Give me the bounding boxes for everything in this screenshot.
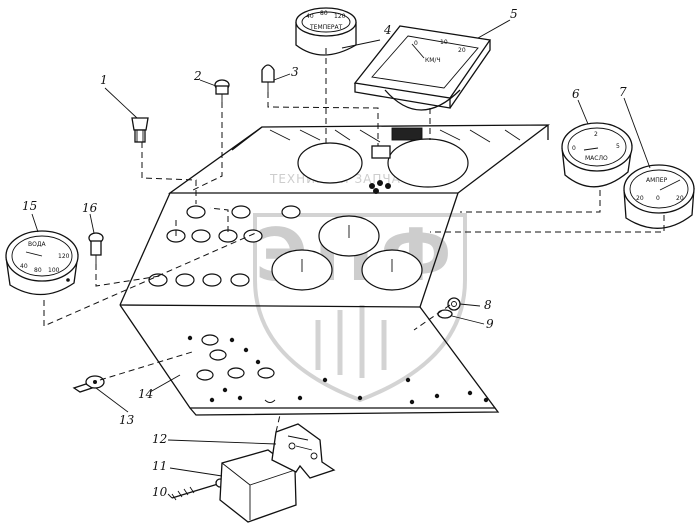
nut-8 bbox=[447, 297, 461, 311]
callout-12: 12 bbox=[152, 432, 167, 446]
indicator-lamp-group bbox=[369, 180, 391, 194]
gauge-hole-temperature bbox=[297, 142, 363, 184]
bracket-12 bbox=[271, 423, 336, 479]
oil-tick-1: 2 bbox=[594, 131, 598, 138]
water-tick-0: 40 bbox=[20, 263, 28, 270]
switch-2 bbox=[214, 79, 230, 102]
callout-3: 3 bbox=[291, 65, 299, 79]
bulb-3 bbox=[261, 64, 275, 92]
water-tick-1: 80 bbox=[34, 267, 42, 274]
speed-unit: КМ/Ч bbox=[425, 57, 441, 64]
leader-lines bbox=[31, 19, 651, 499]
callout-6: 6 bbox=[572, 87, 580, 101]
callout-9: 9 bbox=[486, 317, 494, 331]
callout-numbers: 1 2 3 4 5 6 7 8 9 10 11 12 13 14 15 16 bbox=[22, 7, 627, 499]
water-label: ВОДА bbox=[28, 241, 47, 248]
bolt-10 bbox=[171, 478, 225, 501]
clamp-cover-11 bbox=[219, 449, 297, 523]
warning-decal-strip bbox=[269, 127, 521, 143]
callout-8: 8 bbox=[484, 298, 492, 312]
callout-15: 15 bbox=[22, 199, 37, 213]
temp-label: ТЕМПЕРАТ bbox=[309, 24, 343, 31]
washer-9 bbox=[437, 309, 453, 319]
assembly-lines bbox=[43, 48, 665, 433]
callout-10: 10 bbox=[152, 485, 168, 499]
oil-pressure-gauge: 0 2 5 МАСЛО bbox=[561, 122, 633, 188]
water-tick-2: 100 bbox=[48, 267, 60, 274]
oil-label: МАСЛО bbox=[585, 155, 608, 162]
oil-tick-0: 0 bbox=[572, 145, 576, 152]
speed-tick-1: 10 bbox=[440, 39, 448, 46]
water-temperature-gauge: ВОДА 40 80 100 120 bbox=[5, 230, 79, 296]
callout-11: 11 bbox=[152, 459, 167, 473]
callout-5: 5 bbox=[510, 7, 518, 21]
switch-holes bbox=[148, 205, 301, 287]
callout-7: 7 bbox=[619, 85, 627, 99]
gauge-hole-speedometer bbox=[387, 138, 469, 188]
amp-tick-1: 0 bbox=[656, 195, 660, 202]
lower-panel-holes bbox=[187, 334, 489, 405]
temperature-gauge: 40 80 120 ТЕМПЕРАТ bbox=[295, 7, 357, 56]
amp-label: АМПЕР bbox=[646, 177, 668, 184]
speed-tick-0: 0 bbox=[414, 40, 418, 47]
temp-tick-1: 80 bbox=[320, 10, 328, 17]
temp-tick-0: 40 bbox=[306, 13, 314, 20]
oil-tick-2: 5 bbox=[616, 143, 620, 150]
callout-2: 2 bbox=[193, 69, 202, 83]
speed-tick-2: 20 bbox=[458, 47, 466, 54]
amp-tick-0: 20 bbox=[636, 195, 644, 202]
callout-13: 13 bbox=[119, 413, 135, 427]
speedometer: 0 10 20 КМ/Ч bbox=[353, 25, 492, 111]
callout-16: 16 bbox=[82, 201, 98, 215]
callout-4: 4 bbox=[383, 23, 392, 37]
callout-1: 1 bbox=[100, 73, 108, 87]
temp-tick-2: 120 bbox=[334, 13, 346, 20]
terminal-13 bbox=[72, 375, 105, 393]
amp-tick-2: 20 bbox=[676, 195, 684, 202]
water-tick-3: 120 bbox=[58, 253, 70, 260]
warning-lamp-1 bbox=[131, 117, 149, 143]
callout-14: 14 bbox=[138, 387, 153, 401]
instrument-panel bbox=[119, 124, 550, 416]
switch-16 bbox=[88, 232, 104, 264]
ammeter-gauge: АМПЕР 20 0 20 bbox=[623, 164, 695, 229]
